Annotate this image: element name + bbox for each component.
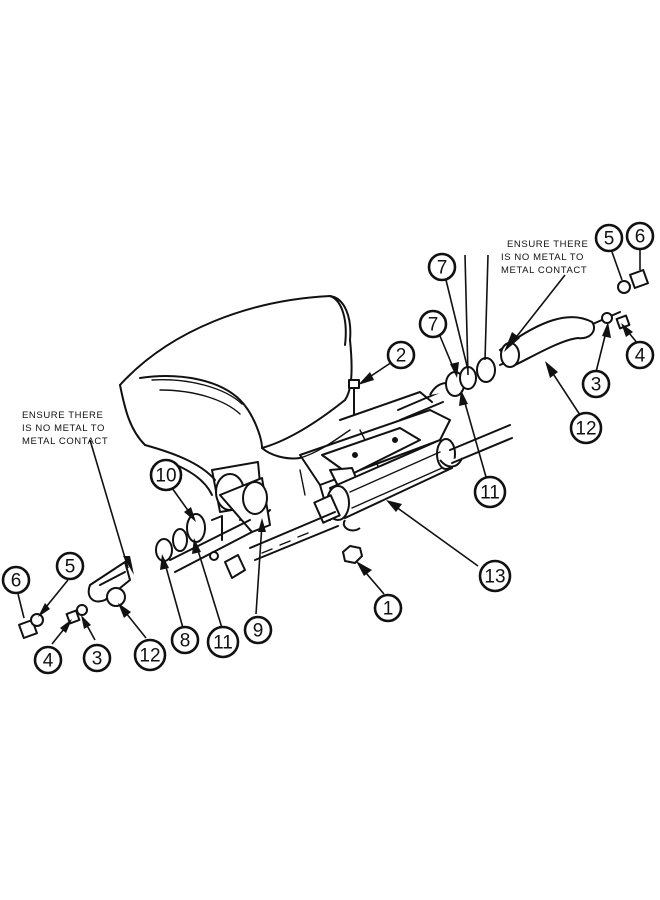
svg-text:1: 1: [383, 599, 394, 620]
callout-11-right: 11: [473, 475, 507, 509]
svg-text:6: 6: [635, 227, 646, 248]
callout-6-left: 6: [1, 565, 31, 595]
callout-5-left: 5: [55, 551, 85, 581]
left-steering-linkage: [155, 477, 271, 579]
svg-text:3: 3: [591, 375, 602, 396]
svg-text:7: 7: [437, 258, 448, 279]
svg-text:4: 4: [43, 651, 54, 672]
svg-text:3: 3: [92, 649, 103, 670]
right-steering-linkage: [397, 311, 621, 421]
note-right-line3: METAL CONTACT: [501, 265, 587, 276]
note-leaders: [89, 254, 566, 575]
svg-text:12: 12: [139, 646, 160, 667]
callout-13: 13: [478, 559, 512, 593]
callout-5-right: 5: [594, 223, 624, 253]
callout-9: 9: [243, 615, 273, 645]
outboard-cowling: [119, 295, 353, 496]
mounting-nut: [342, 545, 363, 564]
callout-7-upper: 7: [427, 252, 457, 282]
callout-3-left: 3: [82, 643, 112, 673]
callout-7-lower: 7: [418, 309, 448, 339]
callout-8: 8: [170, 625, 200, 655]
left-hardware: [18, 604, 88, 639]
note-right-line1: ENSURE THERE: [507, 239, 588, 250]
callout-4-right: 4: [625, 340, 655, 370]
callout-3-right: 3: [581, 369, 611, 399]
svg-text:9: 9: [253, 621, 264, 642]
svg-text:6: 6: [11, 571, 22, 592]
note-left-line3: METAL CONTACT: [22, 436, 108, 447]
mounting-bolt: [348, 379, 360, 416]
callout-10: 10: [149, 458, 183, 492]
right-hardware: [601, 269, 649, 330]
left-tiller-bracket: [87, 561, 131, 607]
svg-text:2: 2: [396, 346, 407, 367]
callout-leaders: [17, 250, 641, 645]
svg-text:5: 5: [65, 557, 76, 578]
note-left-line2: IS NO METAL TO: [22, 423, 105, 434]
svg-text:12: 12: [575, 419, 596, 440]
callout-2: 2: [386, 340, 416, 370]
svg-text:11: 11: [480, 483, 500, 504]
callout-12-right: 12: [569, 411, 603, 445]
note-right-line2: IS NO METAL TO: [501, 252, 584, 263]
hydraulic-cylinder: [313, 438, 463, 532]
note-left-line1: ENSURE THERE: [22, 410, 103, 421]
svg-text:8: 8: [180, 631, 191, 652]
piston-rod: [249, 424, 513, 561]
callout-6-right: 6: [625, 221, 655, 251]
svg-text:13: 13: [484, 567, 505, 588]
svg-text:7: 7: [428, 315, 439, 336]
callout-12-left: 12: [133, 638, 167, 672]
svg-text:11: 11: [213, 633, 233, 654]
svg-text:4: 4: [635, 346, 646, 367]
svg-text:10: 10: [155, 466, 176, 487]
callout-1: 1: [373, 593, 403, 623]
callout-4-left: 4: [33, 645, 63, 675]
svg-text:5: 5: [604, 229, 615, 250]
callout-11-left: 11: [206, 625, 240, 659]
